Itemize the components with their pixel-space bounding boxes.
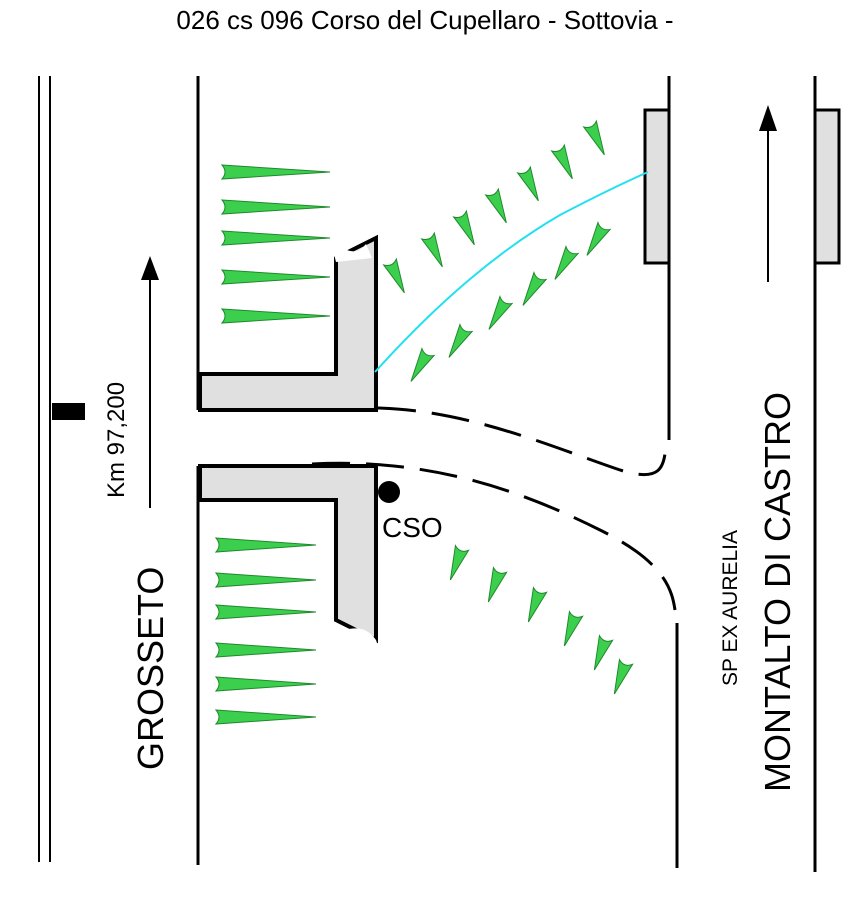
grass-tuft-icon <box>487 566 508 603</box>
dashed-path-upper <box>377 406 668 476</box>
grass-tuft-icon <box>516 165 539 202</box>
grass-tuft-icon <box>448 322 474 358</box>
grass-tuft-icon <box>214 604 317 620</box>
grass-tuft-icon <box>484 187 507 224</box>
grass-tuft-icon <box>214 709 317 725</box>
vegetation-diagonal-group <box>382 119 634 695</box>
grass-tuft-icon <box>382 257 405 294</box>
grass-tuft-icon <box>563 610 584 647</box>
torn-edge-upper <box>333 244 372 262</box>
grass-tuft-icon <box>488 294 514 330</box>
grass-tuft-icon <box>220 230 331 246</box>
grass-tuft-icon <box>220 269 331 285</box>
grass-tuft-icon <box>593 634 614 671</box>
water-line <box>374 171 649 373</box>
diagram-title: 026 cs 096 Corso del Cupellaro - Sottovi… <box>176 5 673 35</box>
sp-ex-aurelia-label: SP EX AURELIA <box>719 530 742 686</box>
left-double-line <box>38 76 51 862</box>
underpass-lower-wing <box>198 464 378 644</box>
km-label: Km 97,200 <box>103 382 130 498</box>
grass-tuft-icon <box>586 220 612 256</box>
km-marker-block <box>52 403 85 420</box>
sign-post-left <box>643 108 671 265</box>
grass-tuft-icon <box>527 586 548 623</box>
grass-tuft-icon <box>582 119 605 156</box>
grass-tuft-icon <box>214 537 317 553</box>
grass-tuft-icon <box>613 658 634 695</box>
grass-tuft-icon <box>554 244 580 280</box>
sign-post-right <box>813 108 841 265</box>
vegetation-left-group <box>214 164 331 725</box>
grass-tuft-icon <box>220 164 331 180</box>
grass-tuft-icon <box>410 346 436 382</box>
montalto-label: MONTALTO DI CASTRO <box>757 392 798 792</box>
grass-tuft-icon <box>452 209 475 246</box>
arrow-up-icon <box>141 256 159 508</box>
torn-edge-lower <box>333 626 380 652</box>
arrow-up-icon <box>759 105 777 282</box>
grass-tuft-icon <box>420 231 443 268</box>
cso-point-marker <box>378 481 400 503</box>
grass-tuft-icon <box>214 642 317 658</box>
grosseto-label: GROSSETO <box>130 567 171 770</box>
underpass-upper-wing <box>198 234 378 412</box>
cso-label: CSO <box>382 512 443 543</box>
grass-tuft-icon <box>214 676 317 692</box>
grass-tuft-icon <box>550 143 573 180</box>
dashed-path-lower <box>311 461 677 611</box>
grass-tuft-icon <box>449 544 470 581</box>
grass-tuft-icon <box>220 199 331 215</box>
grass-tuft-icon <box>522 270 548 306</box>
grass-tuft-icon <box>214 572 317 588</box>
grass-tuft-icon <box>220 308 331 324</box>
